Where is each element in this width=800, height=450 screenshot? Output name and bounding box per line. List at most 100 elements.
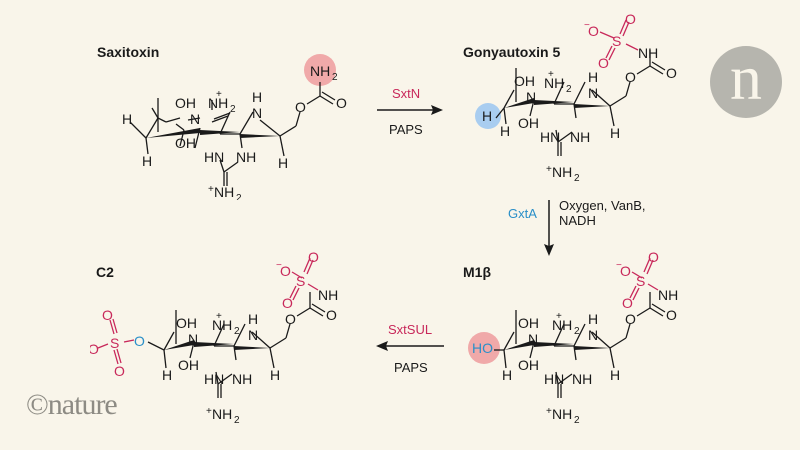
svg-text:−: − [584, 20, 590, 31]
svg-text:H: H [142, 153, 152, 169]
svg-text:HN: HN [540, 129, 560, 145]
m1beta-title: M1β [463, 264, 491, 280]
svg-text:+: + [216, 89, 222, 100]
svg-text:O: O [598, 55, 609, 71]
svg-text:NH: NH [544, 75, 564, 91]
highlight-h [475, 103, 501, 129]
enzyme-gxta-label: GxtA [508, 206, 537, 221]
svg-text:+: + [546, 406, 552, 417]
cofactor-line-2: NADH [559, 213, 596, 228]
svg-text:NH: NH [552, 317, 572, 333]
svg-text:2: 2 [574, 415, 580, 426]
svg-text:+: + [546, 164, 552, 175]
nature-watermark: ©nature [26, 388, 118, 421]
svg-text:S: S [636, 273, 645, 289]
svg-text:N: N [188, 331, 198, 347]
c2-title: C2 [96, 264, 114, 280]
svg-text:NH: NH [208, 95, 228, 111]
svg-text:H: H [610, 367, 620, 383]
svg-text:H: H [588, 69, 598, 85]
gonyautoxin5-title: Gonyautoxin 5 [463, 44, 561, 60]
svg-text:HN: HN [204, 149, 224, 165]
svg-text:O: O [648, 249, 659, 265]
svg-text:N: N [248, 327, 258, 343]
svg-text:2: 2 [234, 326, 240, 337]
svg-text:2: 2 [574, 173, 580, 184]
svg-text:O: O [666, 307, 677, 323]
svg-text:H: H [588, 311, 598, 327]
svg-text:H: H [610, 125, 620, 141]
svg-text:OH: OH [518, 115, 539, 131]
svg-text:O: O [326, 307, 337, 323]
svg-text:NH: NH [212, 406, 232, 422]
svg-text:2: 2 [574, 326, 580, 337]
highlight-nh2 [304, 54, 336, 86]
svg-text:OH: OH [514, 73, 535, 89]
svg-text:H: H [482, 108, 492, 124]
arrow-right-icon [377, 105, 443, 115]
svg-text:N: N [190, 111, 200, 127]
svg-text:N: N [252, 105, 262, 121]
saxitoxin-title: Saxitoxin [97, 44, 160, 60]
svg-text:NH: NH [638, 45, 658, 61]
arrow-down-icon [544, 200, 554, 256]
svg-text:2: 2 [230, 104, 236, 115]
svg-text:OH: OH [175, 135, 196, 151]
cofactor-paps-label-1: PAPS [389, 122, 423, 137]
svg-text:H: H [502, 367, 512, 383]
svg-text:OH: OH [178, 357, 199, 373]
svg-text:O: O [285, 311, 296, 327]
svg-text:S: S [110, 335, 119, 351]
enzyme-sxtsul-label: SxtSUL [388, 322, 433, 337]
svg-text:2: 2 [234, 415, 240, 426]
svg-text:O: O [666, 65, 677, 81]
svg-text:−: − [276, 260, 282, 271]
nature-logo-letter: n [730, 42, 762, 113]
svg-text:NH: NH [212, 317, 232, 333]
svg-text:H: H [278, 155, 288, 171]
svg-text:HN: HN [544, 371, 564, 387]
svg-text:O: O [102, 307, 113, 323]
svg-text:O: O [625, 69, 636, 85]
svg-text:HN: HN [204, 371, 224, 387]
svg-text:+: + [216, 311, 222, 322]
svg-text:NH: NH [570, 129, 590, 145]
svg-text:+: + [548, 69, 554, 80]
svg-text:NH: NH [552, 164, 572, 180]
svg-text:NH: NH [658, 287, 678, 303]
svg-text:H: H [122, 111, 132, 127]
svg-text:NH: NH [572, 371, 592, 387]
svg-text:O: O [308, 249, 319, 265]
svg-text:H: H [248, 311, 258, 327]
svg-text:NH: NH [232, 371, 252, 387]
svg-text:O: O [90, 341, 99, 357]
svg-text:O: O [134, 333, 145, 349]
svg-text:NH: NH [318, 287, 338, 303]
svg-text:S: S [296, 273, 305, 289]
svg-text:O: O [625, 311, 636, 327]
cofactor-line-1: Oxygen, VanB, [559, 198, 646, 213]
svg-text:O: O [625, 11, 636, 27]
svg-text:N: N [588, 327, 598, 343]
svg-text:+: + [556, 311, 562, 322]
svg-text:HO: HO [472, 340, 493, 356]
svg-text:−: − [616, 260, 622, 271]
svg-text:N: N [526, 89, 536, 105]
svg-text:OH: OH [518, 315, 539, 331]
svg-text:O: O [114, 363, 125, 379]
svg-text:N: N [528, 331, 538, 347]
svg-text:+: + [206, 406, 212, 417]
svg-text:H: H [252, 89, 262, 105]
highlight-ho [468, 332, 500, 364]
svg-text:H: H [162, 367, 172, 383]
svg-text:2: 2 [236, 193, 242, 200]
arrow-left-icon [376, 341, 444, 351]
gxta-cofactors: Oxygen, VanB, NADH [559, 198, 645, 228]
svg-text:O: O [282, 295, 293, 311]
svg-text:+: + [208, 184, 214, 195]
svg-text:2: 2 [566, 84, 572, 95]
